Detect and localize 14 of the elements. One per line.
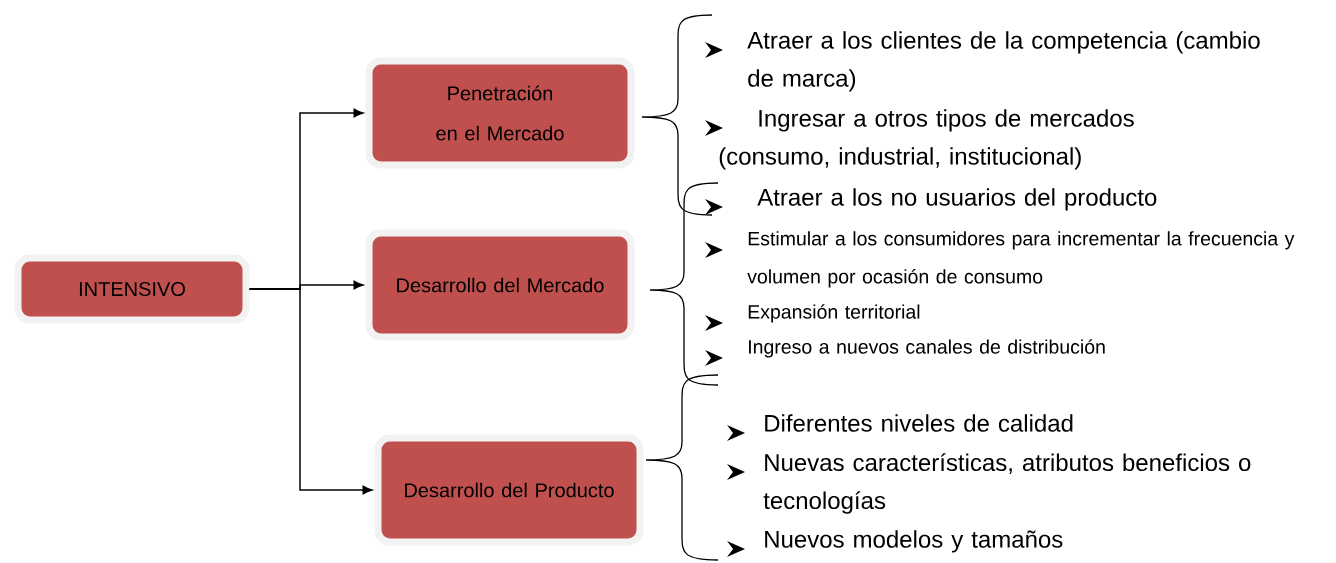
process-box: INTENSIVO bbox=[14, 254, 250, 324]
process-box: Desarrollo del Producto bbox=[374, 434, 644, 546]
process-box: Penetración en el Mercado bbox=[365, 57, 635, 169]
list-item: Atraer a los no usuarios del producto bbox=[757, 188, 1157, 211]
list-item: Nuevas características, atributos beneficios o tecnologías bbox=[763, 453, 1251, 514]
process-box: Desarrollo del Mercado bbox=[365, 229, 635, 341]
arrow bbox=[248, 288, 373, 495]
list-item: Nuevos modelos y tamaños bbox=[765, 530, 1063, 553]
list-item: Estimular a los consumidores para incrementar la frecuencia y volumen por ocasión de consumo bbox=[747, 231, 1295, 288]
list-item: Diferentes niveles de calidad bbox=[765, 414, 1073, 432]
list-item: Atraer a los clientes de la competencia (cambio de marca) bbox=[747, 31, 1260, 92]
list-item: Expansión territorial bbox=[748, 304, 920, 323]
list-item: Ingresar a otros tipos de mercados (consumo, industrial, institucional) bbox=[719, 109, 1134, 170]
list-item: Ingreso a nuevos canales de distribución bbox=[749, 339, 1105, 358]
